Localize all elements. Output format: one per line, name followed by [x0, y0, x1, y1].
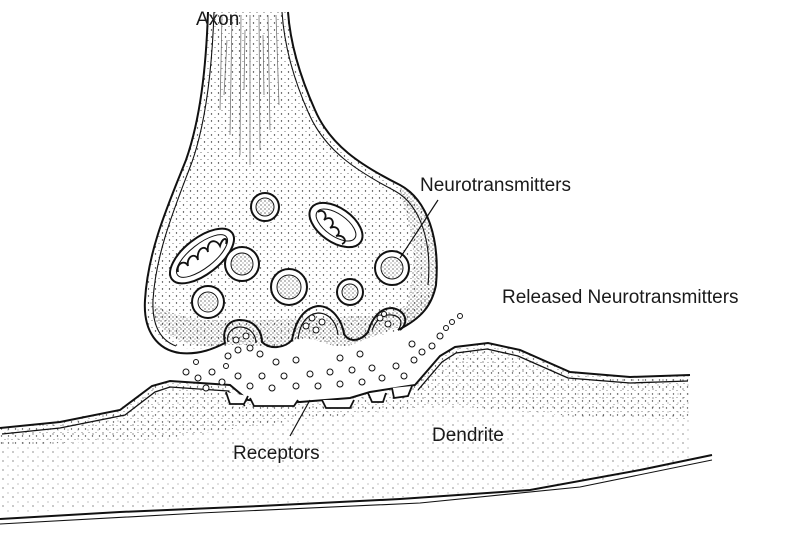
label-axon: Axon	[196, 10, 239, 29]
dendrite	[0, 343, 712, 524]
label-released-neurotransmitters: Released Neurotransmitters	[502, 288, 739, 307]
vesicle	[192, 286, 224, 318]
vesicle	[337, 279, 363, 305]
label-dendrite: Dendrite	[432, 426, 504, 445]
label-receptors: Receptors	[233, 444, 320, 463]
vesicle	[375, 251, 409, 285]
vesicle	[251, 193, 279, 221]
vesicle	[271, 269, 307, 305]
vesicle	[225, 247, 259, 281]
label-neurotransmitters: Neurotransmitters	[420, 176, 571, 195]
